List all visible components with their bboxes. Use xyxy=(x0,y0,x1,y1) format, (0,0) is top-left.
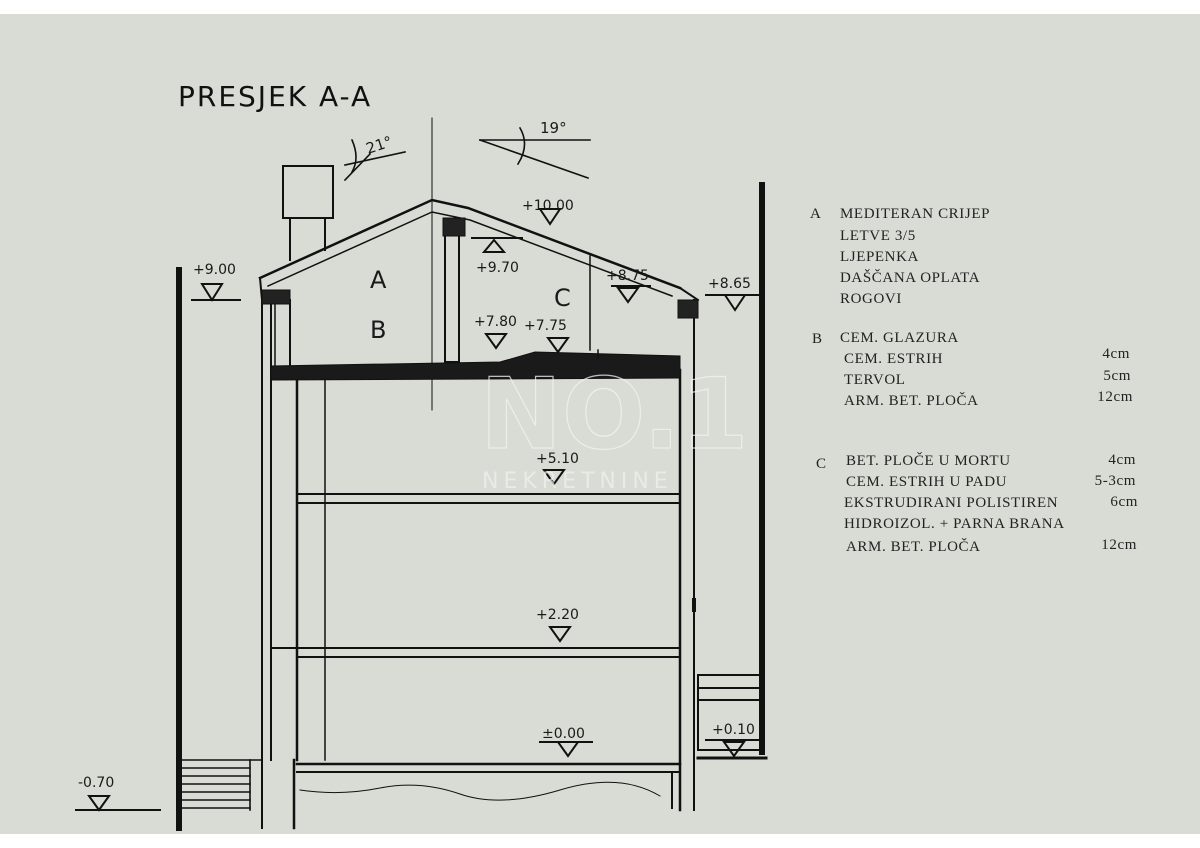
ground-slab xyxy=(292,758,682,830)
level-label-000: ±0.00 xyxy=(542,726,585,742)
legend-letter-a: A xyxy=(810,206,821,222)
level-triangle-780 xyxy=(484,333,508,350)
angle-right-label: 19° xyxy=(540,119,567,137)
right-terrain xyxy=(692,598,768,760)
legend-letter-b: B xyxy=(812,331,823,347)
level-label-865: +8.65 xyxy=(708,276,751,292)
level-label-775: +7.75 xyxy=(524,318,567,334)
level-triangle-510 xyxy=(542,469,566,486)
watermark-logo: NO.1 xyxy=(480,358,749,472)
attic-slab xyxy=(270,255,681,381)
drawing-sheet: NO.1 NEKRETNINE PRESJEK A-A 21° 19° +9.0… xyxy=(0,14,1200,834)
roof xyxy=(258,198,700,319)
legend-b-thickness: 4cm xyxy=(1102,346,1130,362)
legend-c-item: ARM. BET. PLOČA xyxy=(846,538,981,555)
legend-c-thickness: 4cm xyxy=(1108,452,1136,468)
level-label-010: +0.10 xyxy=(712,722,755,738)
level-triangle-875 xyxy=(616,287,640,304)
legend-a-item: DAŠČANA OPLATA xyxy=(840,269,980,286)
level-label-510: +5.10 xyxy=(536,451,579,467)
legend-b-item: CEM. ESTRIH xyxy=(844,351,943,367)
watermark-sub: NEKRETNINE xyxy=(482,469,673,494)
level-label-875: +8.75 xyxy=(606,268,649,284)
legend-c-item: CEM. ESTRIH U PADU xyxy=(846,474,1007,490)
angle-left-label: 21° xyxy=(364,132,395,157)
level-triangle-900 xyxy=(200,283,224,302)
legend-c-item: EKSTRUDIRANI POLISTIREN xyxy=(844,495,1058,511)
roof-angle-right xyxy=(478,126,591,180)
level-triangle-970 xyxy=(481,238,507,253)
floor-slab-220 xyxy=(270,647,681,658)
level-label-220: +2.20 xyxy=(536,607,579,623)
level-label-900: +9.00 xyxy=(193,262,236,278)
legend-b-item: ARM. BET. PLOČA xyxy=(844,392,979,409)
legend-b-item: TERVOL xyxy=(844,372,906,388)
legend-letter-c: C xyxy=(816,456,827,472)
level-triangle-865 xyxy=(723,294,747,312)
drawing-title: PRESJEK A-A xyxy=(178,80,372,113)
legend-b-thickness: 12cm xyxy=(1097,389,1133,405)
legend-c-thickness: 5-3cm xyxy=(1095,473,1136,489)
section-drawing: NO.1 NEKRETNINE PRESJEK A-A 21° 19° +9.0… xyxy=(75,80,1138,831)
floor-slab-510 xyxy=(296,493,681,504)
level-markers xyxy=(75,208,761,812)
legend-a-item: LJEPENKA xyxy=(840,249,919,265)
level-label-970: +9.70 xyxy=(476,260,519,276)
legend-c-thickness: 6cm xyxy=(1110,494,1138,510)
legend-c-thickness: 12cm xyxy=(1101,537,1137,553)
level-triangle-220 xyxy=(548,626,572,643)
legend-a-item: ROGOVI xyxy=(840,291,902,307)
chimney xyxy=(282,165,334,261)
roof-angle-left xyxy=(343,138,406,182)
legend-b-thickness: 5cm xyxy=(1103,368,1131,384)
legend-b-item: CEM. GLAZURA xyxy=(840,330,959,346)
level-triangle-070 xyxy=(87,795,111,812)
section-letter-b: B xyxy=(370,316,386,344)
level-triangle-000 xyxy=(556,741,580,758)
legend-a-item: MEDITERAN CRIJEP xyxy=(840,206,990,222)
section-letter-a: A xyxy=(370,266,387,294)
legend-c-item: HIDROIZOL. + PARNA BRANA xyxy=(844,516,1065,532)
left-stairs xyxy=(181,759,263,811)
level-triangle-775 xyxy=(546,337,570,354)
watermark: NO.1 NEKRETNINE xyxy=(479,357,749,494)
attic-column xyxy=(431,117,466,411)
level-triangle-1000 xyxy=(538,208,562,226)
legend-c-item: BET. PLOČE U MORTU xyxy=(846,452,1011,469)
level-label-070: -0.70 xyxy=(78,775,114,791)
level-triangle-010 xyxy=(722,741,746,758)
level-label-780: +7.80 xyxy=(474,314,517,330)
section-letter-c: C xyxy=(554,284,571,312)
legend: A MEDITERAN CRIJEP LETVE 3/5 LJEPENKA DA… xyxy=(810,206,1138,555)
legend-a-item: LETVE 3/5 xyxy=(840,228,916,244)
level-label-1000: +10.00 xyxy=(522,198,574,214)
